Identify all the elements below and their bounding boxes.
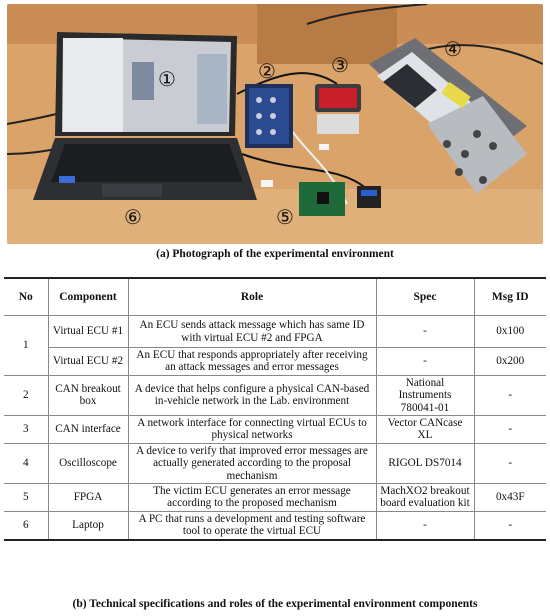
cell-component: CAN breakout box [47, 374, 129, 417]
cell-role: A device to verify that improved error m… [127, 442, 377, 485]
photo-marker-laptop-screen: ① [158, 67, 176, 91]
table-row: 1 Virtual ECU #1 An ECU sends attack mes… [4, 315, 546, 376]
cell-spec: Vector CANcase XL [375, 415, 475, 444]
cell-msg-id: - [473, 510, 546, 541]
photo-marker-can-interface: ③ [331, 53, 349, 77]
photo-marker-laptop: ⑥ [124, 205, 142, 229]
table-row: 6 Laptop A PC that runs a development an… [4, 510, 546, 541]
specs-table: No Component Role Spec Msg ID 1 Virtual … [4, 277, 546, 541]
cell-component: Laptop [47, 510, 129, 541]
header-component: Component [47, 277, 129, 316]
cell-msg-id: - [473, 374, 546, 417]
cell-role: The victim ECU generates an error messag… [127, 483, 377, 512]
header-no: No [4, 277, 49, 316]
photo-marker-fpga: ⑤ [276, 205, 294, 229]
header-spec: Spec [375, 277, 475, 316]
cell-role: An ECU sends attack message which has sa… [127, 315, 377, 348]
cell-spec: National Instruments 780041-01 [375, 374, 475, 417]
cell-msg-id: - [473, 442, 546, 485]
cell-no: 1 [4, 315, 49, 376]
cell-msg-id: 0x200 [473, 347, 546, 376]
cell-msg-id: - [473, 415, 546, 444]
cell-msg-id: 0x43F [473, 483, 546, 512]
cell-role: A PC that runs a development and testing… [127, 510, 377, 541]
cell-component: Oscilloscope [47, 442, 129, 485]
photo-illustration: ① ② ③ ④ ⑤ ⑥ [7, 4, 543, 244]
cell-spec: - [375, 315, 475, 348]
cell-no: 4 [4, 442, 49, 485]
cell-role: A device that helps configure a physical… [127, 374, 377, 417]
caption-photograph: (a) Photograph of the experimental envir… [156, 248, 394, 260]
photo-marker-oscilloscope: ④ [444, 37, 462, 61]
table-row: 4 Oscilloscope A device to verify that i… [4, 442, 546, 485]
experimental-environment-photo: ① ② ③ ④ ⑤ ⑥ [7, 4, 543, 244]
cell-role: A network interface for connecting virtu… [127, 415, 377, 444]
header-msg-id: Msg ID [473, 277, 546, 316]
cell-component: Virtual ECU #1 [47, 315, 129, 348]
cell-role: An ECU that responds appropriately after… [127, 347, 377, 376]
photo-marker-breakout-box: ② [258, 59, 276, 83]
table-row: 5 FPGA The victim ECU generates an error… [4, 483, 546, 512]
cell-no: 3 [4, 415, 49, 444]
cell-msg-id: 0x100 [473, 315, 546, 348]
cell-spec: - [375, 347, 475, 376]
table-row: 3 CAN interface A network interface for … [4, 415, 546, 444]
cell-spec: MachXO2 breakout board evaluation kit [375, 483, 475, 512]
table-row: 2 CAN breakout box A device that helps c… [4, 374, 546, 417]
cell-component: Virtual ECU #2 [48, 347, 129, 376]
cell-component: FPGA [47, 483, 129, 512]
table-header-row: No Component Role Spec Msg ID [4, 277, 546, 316]
cell-spec: - [375, 510, 475, 541]
cell-no: 5 [4, 483, 49, 512]
header-role: Role [127, 277, 377, 316]
cell-no: 2 [4, 374, 49, 417]
caption-specifications: (b) Technical specifications and roles o… [72, 598, 478, 610]
cell-no: 6 [4, 510, 49, 541]
cell-spec: RIGOL DS7014 [375, 442, 475, 485]
cell-component: CAN interface [47, 415, 129, 444]
table-row: Virtual ECU #2 An ECU that responds appr… [4, 347, 546, 376]
